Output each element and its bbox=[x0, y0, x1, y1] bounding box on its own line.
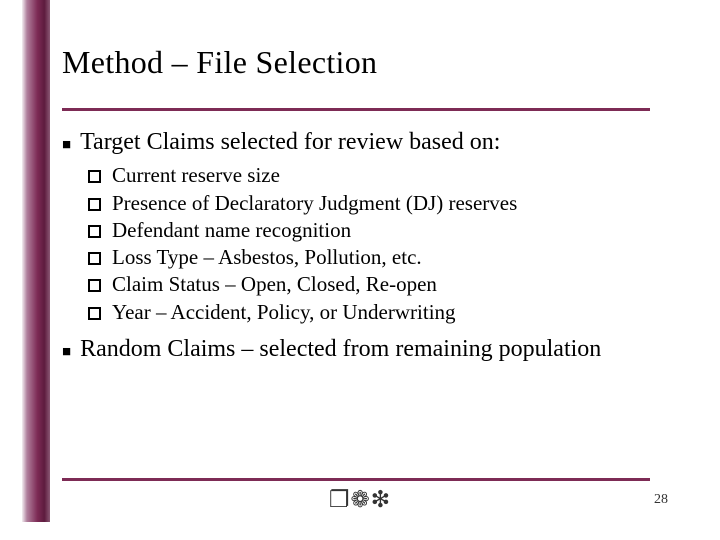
hollow-square-bullet-icon bbox=[88, 224, 101, 238]
left-decorative-bar bbox=[22, 0, 50, 522]
square-bullet-icon: ■ bbox=[62, 342, 72, 360]
list-item: Loss Type – Asbestos, Pollution, etc. bbox=[88, 246, 662, 268]
list-item: Claim Status – Open, Closed, Re-open bbox=[88, 272, 662, 297]
list-item: Current reserve size bbox=[88, 163, 662, 188]
slide-body: ■ Target Claims selected for review base… bbox=[62, 126, 662, 367]
page-number: 28 bbox=[654, 492, 668, 507]
bullet-level1-label: Target Claims selected for review based … bbox=[80, 129, 501, 155]
list-item-label: Claim Status – Open, Closed, Re-open bbox=[112, 272, 437, 297]
list-item: Presence of Declaratory Judgment (DJ) re… bbox=[88, 190, 662, 215]
hollow-square-bullet-icon bbox=[88, 306, 101, 320]
bullet-level1-label: Random Claims – selected from remaining … bbox=[80, 335, 602, 362]
list-item-label: Loss Type – Asbestos, Pollution, etc. bbox=[112, 245, 422, 270]
list-item-label: Current reserve size bbox=[112, 163, 280, 188]
sub-bullet-list: Current reserve size Presence of Declara… bbox=[62, 164, 662, 323]
list-item-label: Presence of Declaratory Judgment (DJ) re… bbox=[112, 190, 518, 215]
list-item: Defendant name recognition bbox=[88, 219, 662, 241]
title-divider-rule bbox=[62, 108, 650, 111]
page-title: Method – File Selection bbox=[62, 44, 378, 80]
footer-divider-rule bbox=[62, 478, 650, 481]
hollow-square-bullet-icon bbox=[88, 252, 101, 266]
list-item-label: Year – Accident, Policy, or Underwriting bbox=[112, 299, 456, 324]
bullet-level1-random-claims: ■ Random Claims – selected from remainin… bbox=[62, 333, 662, 365]
footer-glyph-icons: ❐❁❇ bbox=[328, 486, 392, 512]
bullet-level1-target-claims: ■ Target Claims selected for review base… bbox=[62, 126, 662, 158]
list-item-label: Defendant name recognition bbox=[112, 217, 352, 242]
hollow-square-bullet-icon bbox=[88, 197, 101, 211]
hollow-square-bullet-icon bbox=[88, 170, 101, 184]
square-bullet-icon: ■ bbox=[62, 136, 72, 153]
list-item: Year – Accident, Policy, or Underwriting bbox=[88, 299, 662, 324]
hollow-square-bullet-icon bbox=[88, 279, 101, 293]
